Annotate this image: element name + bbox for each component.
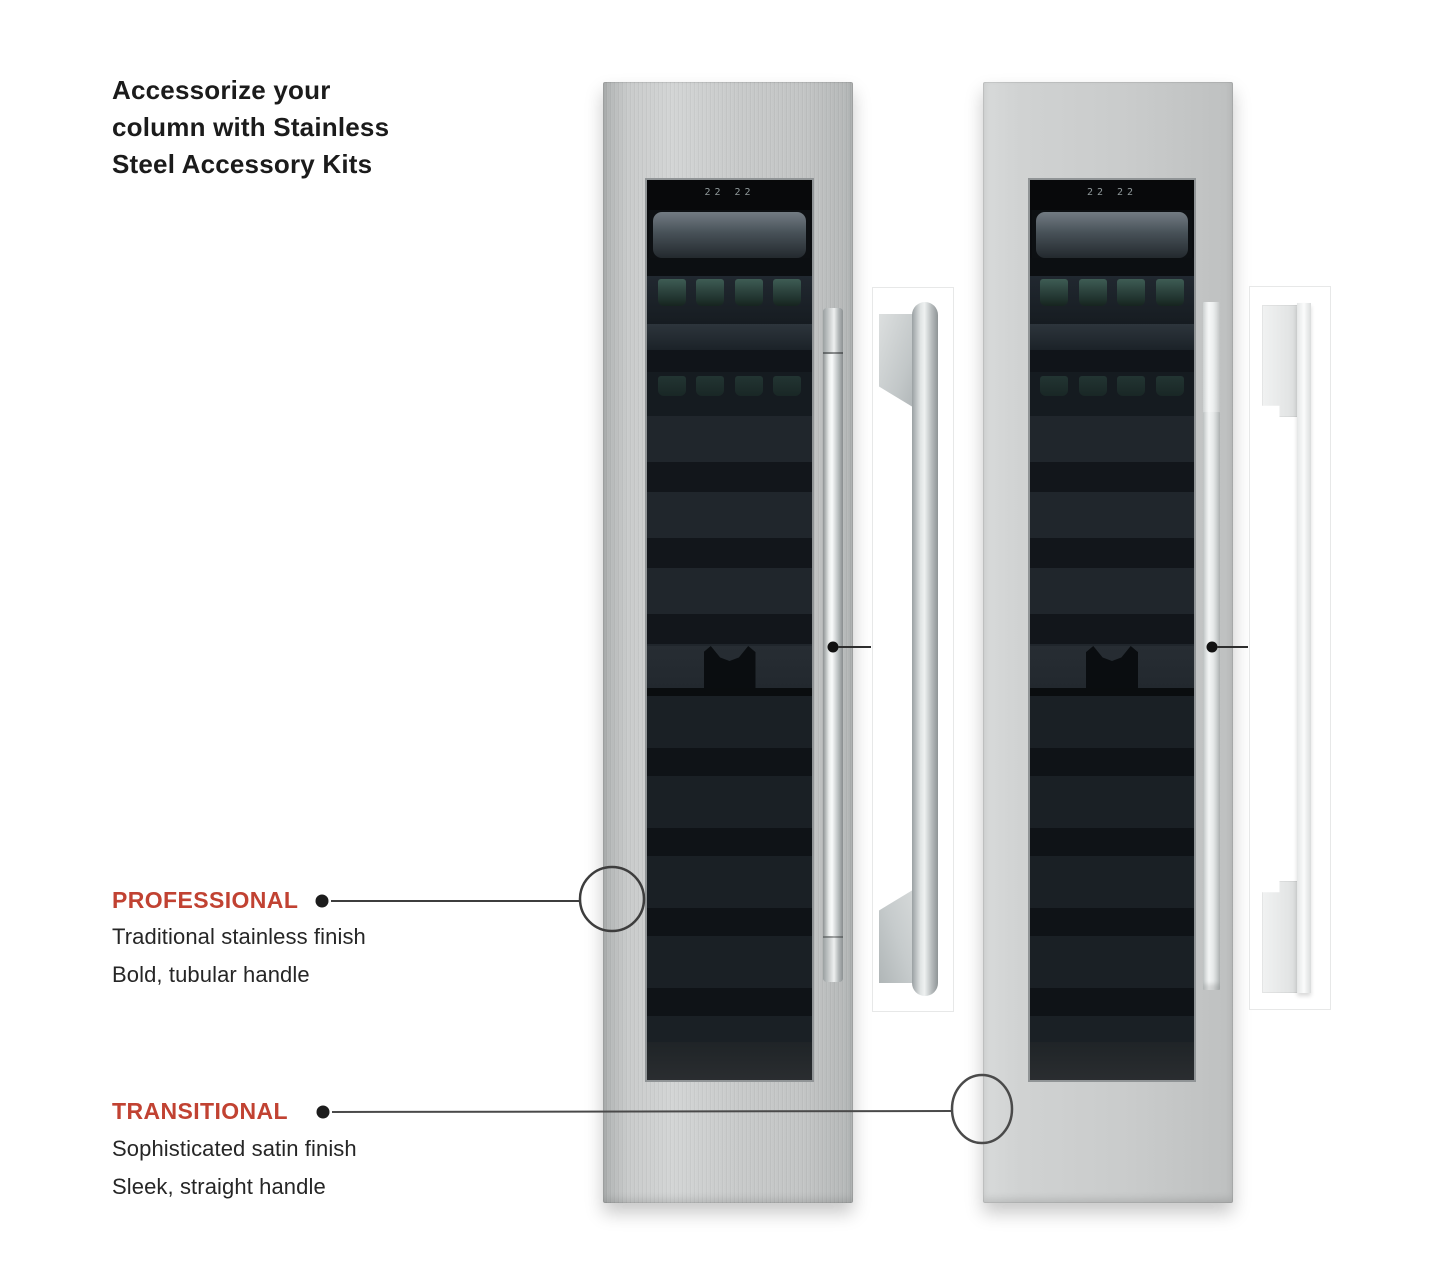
wine-bottle-row	[1030, 372, 1194, 416]
transitional-callout-dot	[316, 1105, 330, 1119]
presentation-shelf	[1030, 646, 1194, 690]
professional-feature-finish: Traditional stainless finish	[112, 924, 366, 949]
page-title-line: column with Stainless	[112, 112, 390, 142]
bottle-cradle	[1086, 646, 1138, 690]
temperature-display: 22 22	[647, 180, 812, 210]
transitional-handle-kit	[1249, 286, 1331, 1010]
interior-light-glow	[1036, 212, 1188, 258]
wine-shelf	[647, 324, 812, 350]
professional-feature-handle: Bold, tubular handle	[112, 962, 310, 987]
professional-handle-kit	[872, 287, 954, 1012]
interior-light-glow	[653, 212, 806, 258]
professional-column-glass-door: 22 22	[645, 178, 814, 1082]
wine-bottle-row	[1030, 276, 1194, 324]
handle-standoff-top	[1262, 305, 1300, 417]
professional-column: 22 22	[603, 82, 853, 1203]
wine-rack-shelves	[647, 696, 812, 1042]
professional-callout-dot	[315, 894, 329, 908]
handle-standoff-bottom	[1262, 881, 1300, 993]
professional-tubular-door-handle	[823, 308, 843, 982]
presentation-shelf	[647, 646, 812, 690]
page-title-line: Steel Accessory Kits	[112, 149, 373, 179]
temperature-display: 22 22	[1030, 180, 1194, 210]
wine-rack-shelves	[647, 416, 812, 646]
transitional-feature-handle: Sleek, straight handle	[112, 1174, 326, 1199]
page-title: Accessorize your column with Stainless S…	[112, 72, 452, 183]
wine-rack-shelves	[1030, 416, 1194, 646]
wine-bottle-row	[647, 372, 812, 416]
straight-handle	[1297, 303, 1311, 993]
transitional-label: TRANSITIONAL	[112, 1098, 289, 1124]
tubular-handle	[912, 302, 938, 996]
transitional-column-glass-door: 22 22	[1028, 178, 1196, 1082]
wine-shelf	[1030, 324, 1194, 350]
transitional-column: 22 22	[983, 82, 1233, 1203]
transitional-feature-finish: Sophisticated satin finish	[112, 1136, 357, 1161]
professional-label: PROFESSIONAL	[112, 887, 299, 913]
page-title-line: Accessorize your	[112, 75, 331, 105]
wine-rack-shelves	[1030, 696, 1194, 1042]
transitional-flat-door-handle	[1203, 302, 1220, 990]
bottle-cradle	[703, 646, 756, 690]
wine-bottle-row	[647, 276, 812, 324]
